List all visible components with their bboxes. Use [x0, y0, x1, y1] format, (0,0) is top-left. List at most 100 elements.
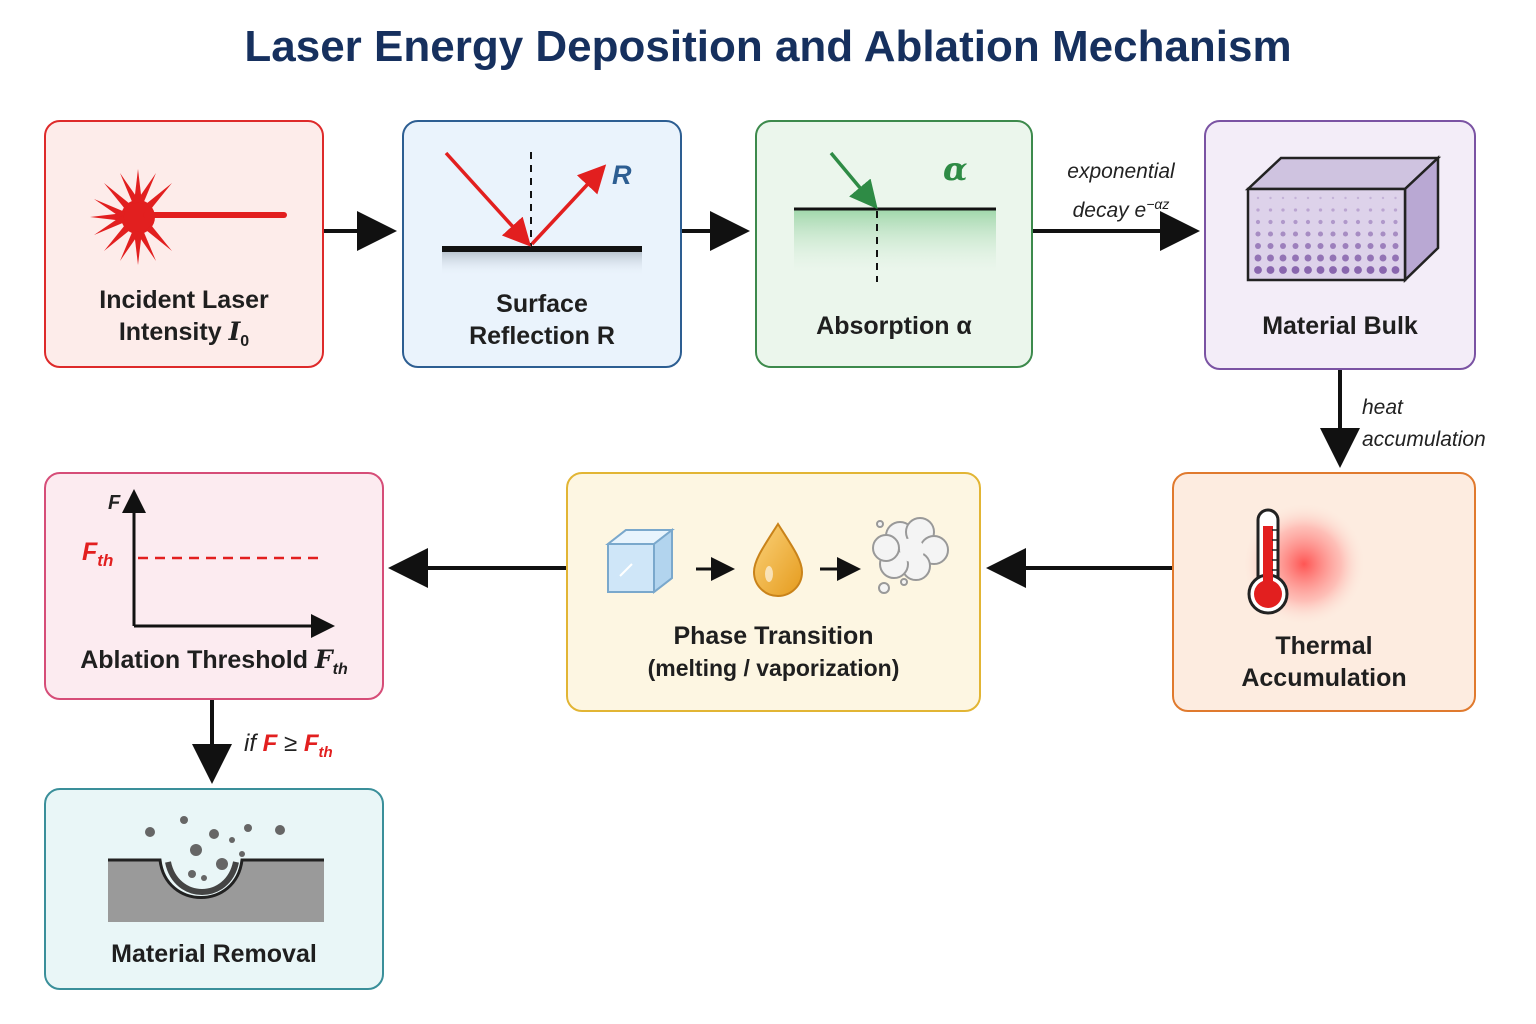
bulk-particle — [1330, 243, 1336, 249]
vapor-cloud-icon — [872, 517, 949, 594]
bulk-particle — [1255, 243, 1261, 249]
bulk-particle — [1254, 254, 1262, 262]
condition-rhs-sub: th — [318, 743, 333, 761]
bulk-particle — [1317, 243, 1324, 249]
bulk-particle — [1267, 254, 1274, 262]
bulk-particle — [1254, 266, 1262, 274]
condition-operator: ≥ — [277, 730, 304, 757]
phase-transition-icons — [605, 517, 949, 597]
reflection-icon — [442, 151, 642, 276]
thermal-label: Thermal Accumulation — [1174, 630, 1474, 694]
condition-prefix: if — [244, 730, 263, 757]
condition-annotation: if F ≥ Fth — [244, 728, 333, 769]
material-bulk-box: Material Bulk — [1204, 120, 1476, 370]
bulk-particle — [1394, 196, 1397, 200]
bulk-particle — [1355, 231, 1361, 237]
bulk-particle — [1329, 254, 1337, 262]
incident-line1: Incident Laser — [99, 286, 269, 314]
material-removal-box: Material Removal — [44, 788, 384, 990]
bulk-particle — [1269, 196, 1272, 200]
threshold-sub: th — [332, 661, 348, 678]
condition-lhs: F — [262, 730, 278, 757]
bulk-particle — [1393, 208, 1398, 212]
material-block-icon — [1244, 155, 1442, 283]
bulk-particle — [1267, 231, 1274, 237]
bulk-particle — [1317, 231, 1324, 237]
absorption-box: α Absorption α — [755, 120, 1033, 368]
bulk-particle — [1342, 231, 1349, 237]
bulk-particle — [1380, 231, 1386, 237]
bulk-particle — [1316, 266, 1325, 274]
phase-transition-box: Phase Transition (melting / vaporization… — [566, 472, 981, 712]
bulk-particle — [1355, 219, 1361, 225]
bulk-particle — [1380, 243, 1386, 249]
decay-line1: exponential — [1067, 160, 1175, 183]
bulk-particle — [1355, 243, 1361, 249]
bulk-particle — [1318, 208, 1323, 212]
bulk-particle — [1268, 208, 1273, 212]
threshold-label: Ablation Threshold Fth — [46, 644, 382, 686]
bulk-particle — [1279, 266, 1287, 274]
bulk-particle — [1380, 219, 1386, 225]
bulk-particle — [1292, 254, 1299, 262]
bulk-particle — [1329, 266, 1337, 274]
reflection-line2: Reflection R — [469, 322, 615, 350]
bulk-particle — [1343, 219, 1348, 225]
ablation-threshold-box: F Fth Ablation Threshold Fth — [44, 472, 384, 700]
bulk-particle — [1255, 219, 1261, 225]
thermal-accumulation-box: Thermal Accumulation — [1172, 472, 1476, 712]
graph-threshold-sub: th — [97, 551, 114, 570]
bulk-particle — [1281, 208, 1285, 212]
heat-annotation: heat accumulation — [1362, 392, 1486, 456]
diagram-title: Laser Energy Deposition and Ablation Mec… — [244, 22, 1292, 71]
absorption-alpha-icon-label: α — [943, 150, 968, 188]
bulk-particle — [1255, 231, 1261, 237]
bulk-particle — [1343, 208, 1348, 212]
bulk-particle — [1280, 219, 1286, 225]
bulk-particle — [1305, 219, 1311, 225]
reflection-label: Surface Reflection R — [404, 288, 680, 352]
laser-burst-icon — [90, 169, 287, 265]
bulk-particle — [1391, 266, 1400, 274]
bulk-particle — [1356, 196, 1360, 200]
incident-laser-box: Incident Laser Intensity I0 — [44, 120, 324, 368]
incident-label: Incident Laser Intensity I0 — [46, 284, 322, 358]
surface-reflection-box: R Surface Reflection R — [402, 120, 682, 368]
decay-exponent: −αz — [1146, 196, 1170, 212]
bulk-particle — [1306, 208, 1310, 212]
reflection-line1: Surface — [496, 290, 588, 318]
bulk-particle — [1379, 254, 1387, 262]
incident-sub: 0 — [240, 333, 250, 350]
bulk-particle — [1367, 254, 1374, 262]
threshold-text: Ablation Threshold — [80, 646, 315, 674]
bulk-particle — [1267, 243, 1274, 249]
bulk-particle — [1294, 196, 1297, 200]
bulk-label: Material Bulk — [1262, 312, 1418, 340]
bulk-particle — [1393, 219, 1398, 225]
phase-line2: (melting / vaporization) — [647, 655, 900, 681]
incident-line2: Intensity — [118, 318, 229, 346]
phase-label: Phase Transition (melting / vaporization… — [568, 620, 979, 684]
bulk-particle — [1280, 231, 1286, 237]
ice-cube-icon — [605, 527, 675, 595]
bulk-particle — [1366, 266, 1375, 274]
heat-line1: heat — [1362, 396, 1403, 419]
graph-threshold-symbol: F — [82, 538, 98, 566]
thermal-line2: Accumulation — [1241, 664, 1407, 692]
threshold-graph-icon — [122, 489, 335, 638]
bulk-particle — [1354, 254, 1362, 262]
threshold-symbol: F — [314, 645, 333, 674]
bulk-particle — [1341, 266, 1350, 274]
bulk-particle — [1369, 196, 1372, 200]
bulk-particle — [1304, 254, 1312, 262]
crater-icon — [108, 816, 324, 922]
bulk-particle — [1292, 243, 1299, 249]
bulk-particle — [1279, 254, 1287, 262]
bulk-particle — [1293, 219, 1298, 225]
decay-annotation: exponential decay e−αz — [1058, 156, 1184, 227]
bulk-particle — [1293, 208, 1298, 212]
removal-label: Material Removal — [111, 940, 317, 968]
bulk-particle — [1379, 266, 1387, 274]
bulk-particle — [1342, 243, 1349, 249]
incident-symbol: I — [228, 317, 241, 346]
